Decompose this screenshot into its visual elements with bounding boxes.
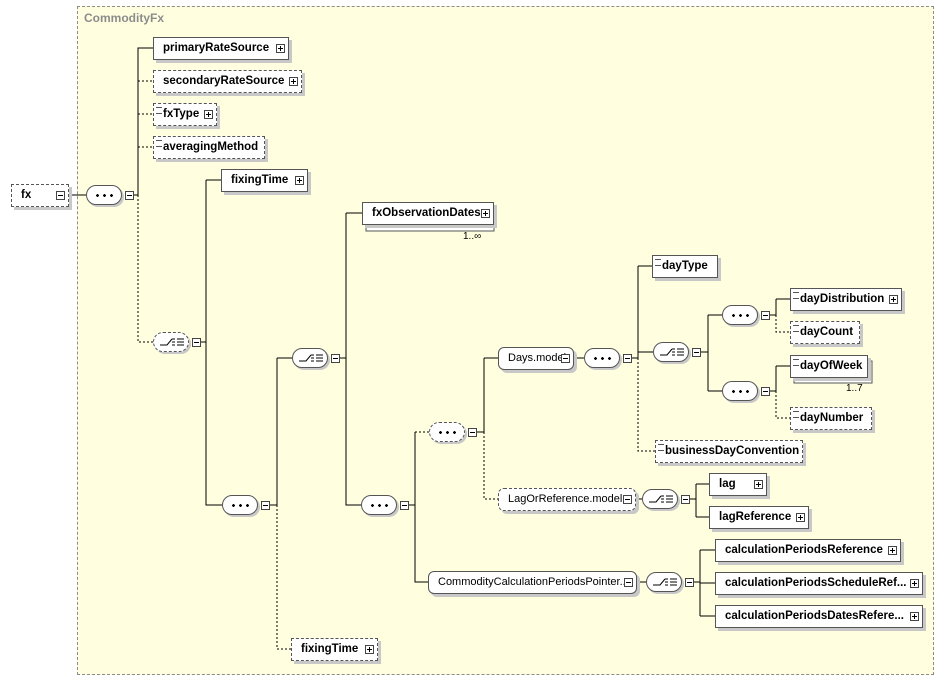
- group-label: LagOrReference.model: [508, 493, 623, 505]
- choice-compositor-lag: [642, 489, 690, 509]
- business-day-convention-element[interactable]: businessDayConvention: [655, 440, 803, 463]
- choice-icon: [649, 495, 673, 503]
- choice-compositor-calc: [646, 572, 694, 592]
- expand-icon[interactable]: [481, 209, 490, 218]
- sequence-icon: [94, 194, 114, 197]
- sequence-icon: [592, 357, 612, 360]
- collapse-icon[interactable]: [761, 387, 770, 396]
- group-title: CommodityFx: [84, 11, 165, 25]
- collapse-icon[interactable]: [761, 311, 770, 320]
- lag-or-reference-model-group[interactable]: LagOrReference.model: [498, 488, 636, 511]
- days-model-group[interactable]: Days.model: [498, 347, 574, 370]
- element-label: lag: [719, 478, 736, 490]
- collapse-icon[interactable]: [125, 191, 134, 200]
- element-label: dayType: [662, 260, 708, 272]
- lag-reference-element[interactable]: lagReference: [709, 506, 809, 529]
- choice-compositor-days: [653, 342, 701, 362]
- calculation-periods-dates-reference-element[interactable]: calculationPeriodsDatesRefere...: [715, 605, 923, 628]
- expand-icon[interactable]: [888, 546, 897, 555]
- group-label: Days.model: [508, 352, 567, 364]
- expand-icon[interactable]: [796, 513, 805, 522]
- element-label: lagReference: [719, 511, 792, 523]
- collapse-icon[interactable]: [692, 348, 701, 357]
- day-of-week-element[interactable]: dayOfWeek: [790, 355, 868, 378]
- collapse-icon[interactable]: [261, 501, 270, 510]
- expand-icon[interactable]: [889, 295, 898, 304]
- expand-icon[interactable]: [289, 77, 298, 86]
- day-distribution-element[interactable]: dayDistribution: [790, 288, 902, 311]
- choice-compositor-1: [153, 332, 201, 352]
- fx-observation-dates-cardinality: 1..∞: [463, 231, 482, 242]
- collapse-icon[interactable]: [681, 495, 690, 504]
- fx-type-element[interactable]: fxType: [153, 103, 217, 126]
- expand-icon[interactable]: [295, 176, 304, 185]
- averaging-method-element[interactable]: averagingMethod: [153, 136, 265, 159]
- day-count-element[interactable]: dayCount: [790, 321, 860, 344]
- element-label: fixingTime: [231, 174, 289, 186]
- collapse-icon[interactable]: [468, 428, 477, 437]
- secondary-rate-source-element[interactable]: secondaryRateSource: [153, 70, 302, 93]
- sequence-icon: [369, 504, 389, 507]
- day-type-element[interactable]: dayType: [652, 255, 718, 278]
- element-label: fxType: [163, 108, 200, 120]
- element-label: averagingMethod: [163, 141, 259, 153]
- sequence-compositor-week: [722, 381, 770, 401]
- fixing-time-element-2[interactable]: fixingTime: [291, 638, 378, 661]
- sequence-compositor-distribution: [722, 305, 770, 325]
- element-label: primaryRateSource: [163, 42, 270, 54]
- day-number-element[interactable]: dayNumber: [790, 407, 872, 430]
- sequence-compositor-3: [361, 495, 409, 515]
- collapse-icon[interactable]: [623, 354, 632, 363]
- day-of-week-cardinality: 1..7: [846, 383, 863, 394]
- element-label: dayOfWeek: [800, 360, 863, 372]
- commodity-calculation-periods-pointers-group[interactable]: CommodityCalculationPeriodsPointer...: [428, 571, 637, 594]
- element-label: fxObservationDates: [372, 207, 481, 219]
- element-label: fixingTime: [301, 643, 359, 655]
- choice-compositor-2: [292, 348, 340, 368]
- element-label: dayDistribution: [800, 293, 885, 305]
- collapse-icon[interactable]: [624, 578, 633, 587]
- group-label: CommodityCalculationPeriodsPointer...: [438, 576, 629, 588]
- expand-icon[interactable]: [276, 44, 285, 53]
- collapse-icon[interactable]: [400, 501, 409, 510]
- calculation-periods-schedule-reference-element[interactable]: calculationPeriodsScheduleRef...: [715, 572, 923, 595]
- collapse-icon[interactable]: [56, 191, 65, 200]
- collapse-icon[interactable]: [561, 354, 570, 363]
- sequence-compositor-days: [584, 348, 632, 368]
- fx-element[interactable]: fx: [11, 184, 69, 207]
- fixing-time-element[interactable]: fixingTime: [221, 169, 308, 192]
- sequence-icon: [437, 431, 457, 434]
- element-label: businessDayConvention: [665, 445, 800, 457]
- collapse-icon[interactable]: [685, 578, 694, 587]
- element-label: calculationPeriodsDatesRefere...: [725, 610, 904, 622]
- expand-icon[interactable]: [754, 480, 763, 489]
- sequence-compositor-2: [222, 495, 270, 515]
- sequence-icon: [730, 390, 750, 393]
- element-label: calculationPeriodsReference: [725, 544, 883, 556]
- element-label: dayNumber: [800, 412, 864, 424]
- sequence-compositor-optional: [429, 422, 477, 442]
- expand-icon[interactable]: [910, 612, 919, 621]
- primary-rate-source-element[interactable]: primaryRateSource: [153, 37, 289, 60]
- collapse-icon[interactable]: [623, 495, 632, 504]
- collapse-icon[interactable]: [192, 338, 201, 347]
- collapse-icon[interactable]: [331, 354, 340, 363]
- choice-icon: [160, 338, 184, 346]
- expand-icon[interactable]: [365, 645, 374, 654]
- calculation-periods-reference-element[interactable]: calculationPeriodsReference: [715, 539, 901, 562]
- expand-icon[interactable]: [910, 579, 919, 588]
- expand-icon[interactable]: [204, 110, 213, 119]
- element-label: secondaryRateSource: [163, 75, 285, 87]
- sequence-compositor-1: [86, 185, 134, 205]
- sequence-icon: [730, 314, 750, 317]
- choice-icon: [299, 354, 323, 362]
- sequence-icon: [230, 504, 250, 507]
- choice-icon: [653, 578, 677, 586]
- element-label: calculationPeriodsScheduleRef...: [725, 577, 907, 589]
- fx-label: fx: [21, 189, 32, 201]
- fx-observation-dates-element[interactable]: fxObservationDates: [362, 202, 494, 225]
- choice-icon: [660, 348, 684, 356]
- element-label: dayCount: [800, 326, 854, 338]
- lag-element[interactable]: lag: [709, 473, 767, 496]
